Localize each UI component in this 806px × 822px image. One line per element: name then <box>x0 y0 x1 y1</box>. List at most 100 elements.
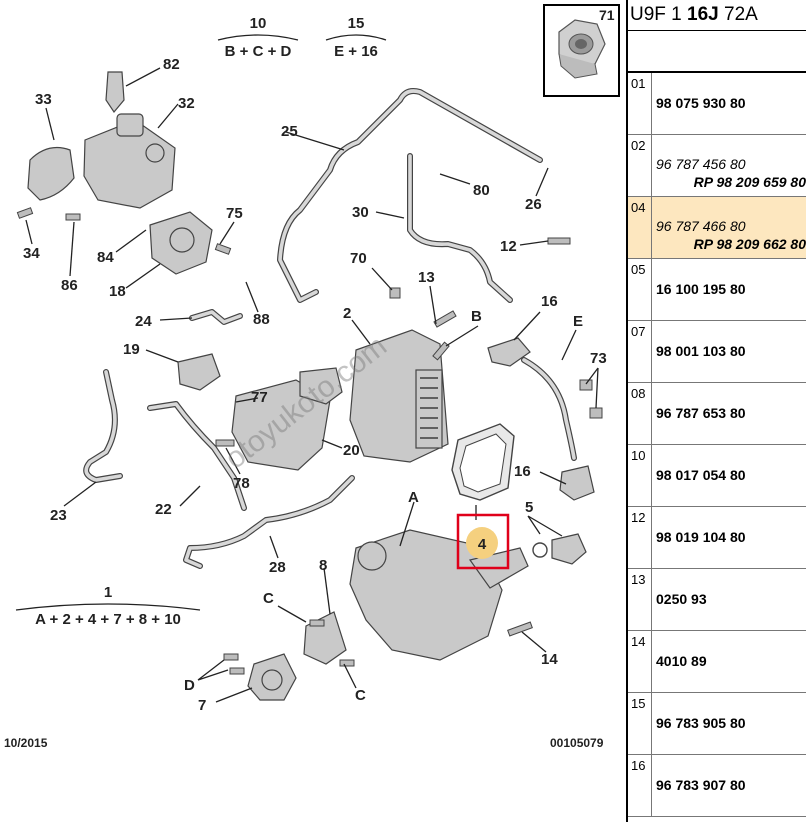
row-number: 15 <box>628 693 652 754</box>
callout-22: 22 <box>155 501 172 518</box>
callout-80: 80 <box>473 182 490 199</box>
part-reference: 98 001 103 80 <box>656 343 746 359</box>
callout-26: 26 <box>525 196 542 213</box>
kit-15-members: E + 16 <box>334 43 378 60</box>
leader-lines <box>25 67 599 703</box>
callout-77: 77 <box>251 389 268 406</box>
flange-5-part <box>551 533 587 565</box>
callout-20: 20 <box>343 442 360 459</box>
row-number: 02 <box>628 135 652 196</box>
callout-5: 5 <box>525 499 533 516</box>
callout-16-lower: 16 <box>514 463 531 480</box>
kit-1-formula: 1 A + 2 + 4 + 7 + 8 + 10 <box>15 584 201 628</box>
row-number: 04 <box>628 197 652 258</box>
callout-2: 2 <box>343 305 351 322</box>
kit-15-formula: 15 E + 16 <box>325 15 387 60</box>
callout-12: 12 <box>500 238 517 255</box>
kit-10-members: B + C + D <box>225 43 292 60</box>
callout-13: 13 <box>418 269 435 286</box>
callout-7: 7 <box>198 697 206 714</box>
table-header: U9F 1 16J 72A <box>628 0 806 31</box>
pipe-E <box>521 357 577 461</box>
part-reference: 0250 93 <box>656 591 707 607</box>
kit-10-number: 10 <box>250 15 267 32</box>
callout-C-lower: C <box>355 687 366 704</box>
table-blank-row <box>628 31 806 73</box>
row-number: 05 <box>628 259 652 320</box>
part-reference: 98 075 930 80 <box>656 95 746 111</box>
callout-8: 8 <box>319 557 327 574</box>
old-part-reference: 96 787 466 80 <box>656 218 746 234</box>
row-number: 01 <box>628 73 652 134</box>
callout-C-upper: C <box>263 590 274 607</box>
callout-88: 88 <box>253 311 270 328</box>
kit-10-formula: 10 B + C + D <box>217 15 299 60</box>
callout-86: 86 <box>61 277 78 294</box>
header-suffix: 72A <box>718 4 758 25</box>
replacement-part-reference: RP 98 209 662 80 <box>693 236 806 252</box>
part-reference: 98 017 054 80 <box>656 467 746 483</box>
callout-70: 70 <box>350 250 367 267</box>
kit-1-members: A + 2 + 4 + 7 + 8 + 10 <box>35 611 181 628</box>
highlight-circle <box>466 527 498 559</box>
header-prefix: U9F 1 <box>630 4 688 25</box>
part-reference: 98 019 104 80 <box>656 529 746 545</box>
part-reference: 4010 89 <box>656 653 707 669</box>
callout-16-upper: 16 <box>541 293 558 310</box>
exploded-parts-diagram: 10 B + C + D 15 E + 16 1 A + 2 + 4 + 7 +… <box>4 15 607 750</box>
sensor-82-part <box>105 71 125 114</box>
part-71-thumbnail: 71 <box>543 4 620 97</box>
callout-28: 28 <box>269 559 286 576</box>
old-part-reference: 96 787 456 80 <box>656 156 746 172</box>
clamp-16-lower <box>559 465 595 501</box>
callout-73: 73 <box>590 350 607 367</box>
callout-34: 34 <box>23 245 40 262</box>
kit-15-number: 15 <box>348 15 365 32</box>
callout-A: A <box>408 489 419 506</box>
callout-E: E <box>573 313 583 330</box>
callout-labels: 82 33 32 25 80 26 34 86 84 75 18 88 30 1… <box>23 56 607 714</box>
part-reference: 16 100 195 80 <box>656 281 746 297</box>
heat-shield-part <box>27 147 75 201</box>
part-reference: 96 787 653 80 <box>656 405 746 421</box>
callout-25: 25 <box>281 123 298 140</box>
egr-valve-body-A-part <box>349 529 503 661</box>
callout-19: 19 <box>123 341 140 358</box>
row-number: 12 <box>628 507 652 568</box>
callout-18: 18 <box>109 283 126 300</box>
callout-32: 32 <box>178 95 195 112</box>
kit-1-number: 1 <box>104 584 112 601</box>
highlighted-part-4[interactable]: 4 <box>456 513 510 570</box>
row-number: 13 <box>628 569 652 630</box>
callout-75: 75 <box>226 205 243 222</box>
bolts <box>16 207 603 675</box>
clamp-16-upper <box>487 337 531 367</box>
callout-24: 24 <box>135 313 152 330</box>
callout-B: B <box>471 308 482 325</box>
part-reference: 96 783 907 80 <box>656 777 746 793</box>
header-bold: 16J <box>687 4 719 25</box>
replacement-part-reference: RP 98 209 659 80 <box>693 174 806 190</box>
callout-23: 23 <box>50 507 67 524</box>
highlight-box <box>456 513 510 570</box>
callout-4: 4 <box>478 536 487 553</box>
row-number: 07 <box>628 321 652 382</box>
callout-82: 82 <box>163 56 180 73</box>
row-number: 14 <box>628 631 652 692</box>
callout-78: 78 <box>233 475 250 492</box>
callout-30: 30 <box>352 204 369 221</box>
